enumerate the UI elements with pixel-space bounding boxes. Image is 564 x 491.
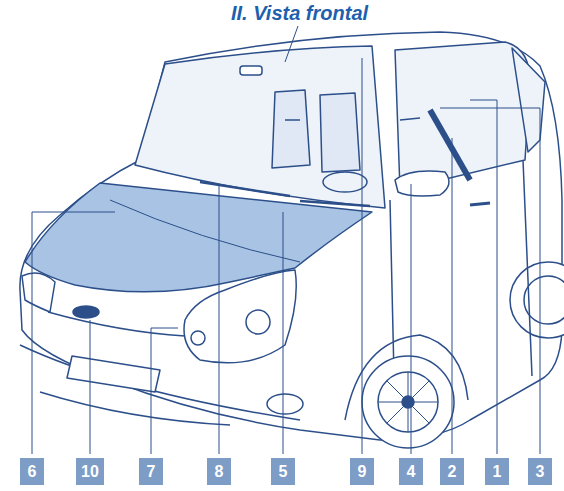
callout-label: 7 xyxy=(147,464,156,480)
callout-number: 3 xyxy=(528,458,552,485)
callout-number: 9 xyxy=(350,458,374,485)
callout-label: 1 xyxy=(493,464,502,480)
leader-lines xyxy=(32,26,540,454)
callout-number: 10 xyxy=(76,458,104,485)
callout-label: 2 xyxy=(448,464,457,480)
callout-label: 5 xyxy=(279,464,288,480)
callout-number: 5 xyxy=(271,458,295,485)
callout-number: 6 xyxy=(20,458,44,485)
callout-number: 2 xyxy=(440,458,464,485)
callout-label: 6 xyxy=(28,464,37,480)
callout-label: 10 xyxy=(81,464,99,480)
callout-number: 4 xyxy=(399,458,423,485)
callout-label: 8 xyxy=(215,464,224,480)
callout-label: 3 xyxy=(536,464,545,480)
callout-number: 8 xyxy=(207,458,231,485)
view-title: II. Vista frontal xyxy=(227,2,372,25)
callout-number: 7 xyxy=(139,458,163,485)
callout-label: 9 xyxy=(358,464,367,480)
callout-number: 1 xyxy=(485,458,509,485)
callout-label: 4 xyxy=(407,464,416,480)
